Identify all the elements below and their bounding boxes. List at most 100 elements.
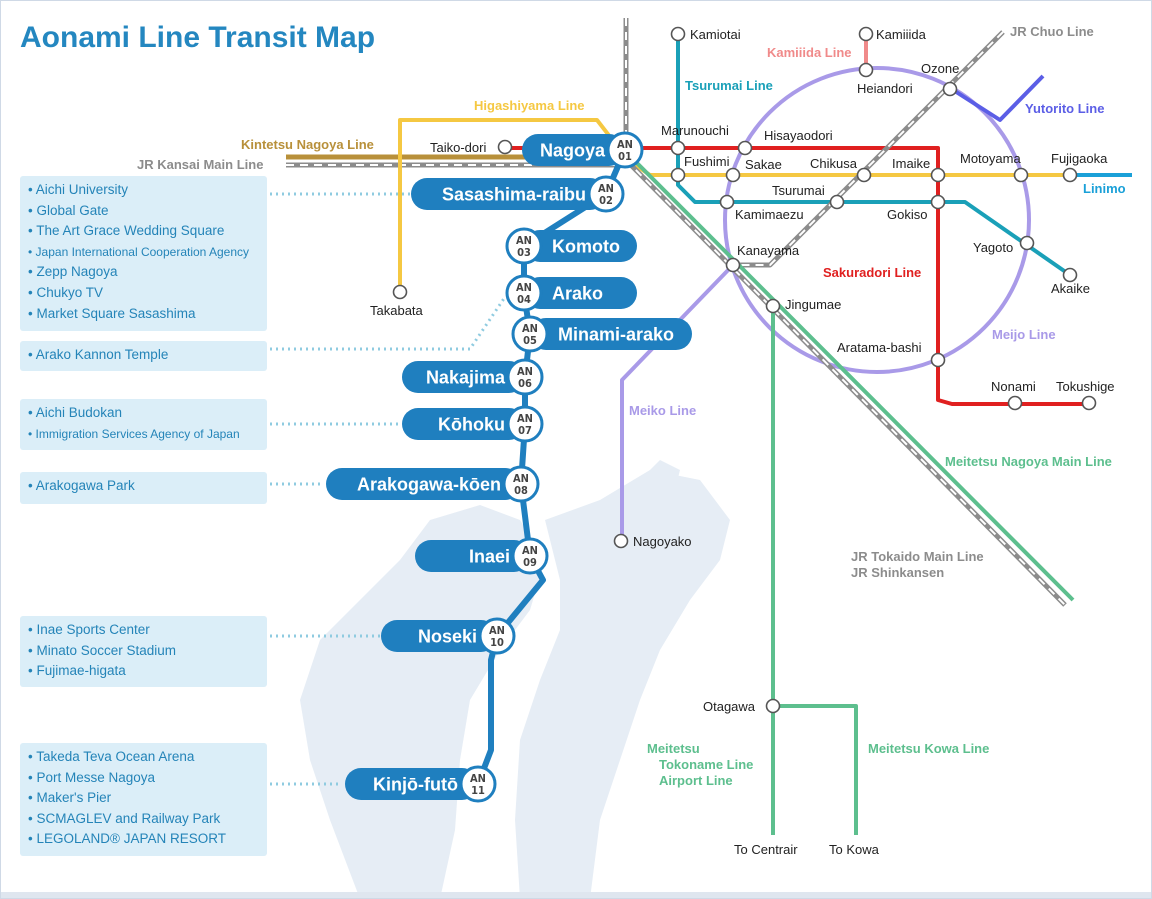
- label-akaike: Akaike: [1051, 281, 1090, 296]
- station-name: Kōhoku: [438, 415, 505, 435]
- station-marker-otagawa: [765, 698, 781, 714]
- jr-chuo-line: [733, 30, 1005, 268]
- attraction-item: Arakogawa Park: [28, 476, 267, 497]
- station-marker-motoyama: [1013, 167, 1029, 183]
- station-code-badge: [478, 617, 516, 655]
- station-code-number: 09: [523, 556, 537, 569]
- label-kamiotai: Kamiotai: [690, 27, 741, 42]
- station-name: Komoto: [552, 237, 620, 257]
- station-marker-chikusa: [856, 167, 872, 183]
- attraction-item: Market Square Sasashima: [28, 304, 267, 325]
- station-marker-nonami: [1007, 395, 1023, 411]
- station-code-number: 10: [490, 636, 504, 649]
- line-labels: Higashiyama Line Kintetsu Nagoya Line JR…: [137, 24, 1126, 788]
- station-marker-kamiiida: [858, 26, 874, 42]
- station-code-prefix: AN: [517, 412, 533, 425]
- station-code-prefix: AN: [522, 544, 538, 557]
- station-code-badge: [502, 465, 540, 503]
- station-code-prefix: AN: [617, 138, 633, 151]
- station-name-pill: [402, 361, 525, 393]
- station-marker-nagoyako: [613, 533, 629, 549]
- attractions-box-kohoku: Aichi Budokan Immigration Services Agenc…: [20, 399, 267, 450]
- station-code-badge: [587, 175, 625, 213]
- label-sakae: Sakae: [745, 157, 782, 172]
- tsurumai-line: [676, 34, 1072, 277]
- station-code-prefix: AN: [522, 322, 538, 335]
- station-marker-aratama-bashi: [930, 352, 946, 368]
- label-heiandori: Heiandori: [857, 81, 913, 96]
- station-name-pill: [402, 408, 525, 440]
- station-marker-kamiotai: [670, 26, 686, 42]
- attraction-item: Zepp Nagoya: [28, 262, 267, 283]
- station-name-pill: [522, 134, 625, 166]
- meiko-line: [620, 263, 735, 540]
- attraction-item: Takeda Teva Ocean Arena: [28, 747, 267, 768]
- attractions-box-sasashima-raibu: Aichi University Global Gate The Art Gra…: [20, 176, 267, 331]
- label-chikusa: Chikusa: [810, 156, 858, 171]
- station-code-number: 11: [471, 784, 485, 797]
- poi-connectors: [270, 192, 507, 786]
- label-takabata: Takabata: [370, 303, 424, 318]
- harbor-background: [300, 460, 730, 899]
- label-to-kowa: To Kowa: [829, 842, 880, 857]
- attraction-item: Chukyo TV: [28, 283, 267, 304]
- station-name: Kinjō-futō: [373, 775, 458, 795]
- station-code-badge: [606, 131, 644, 169]
- line-label-jr-tokaido: JR Tokaido Main Line: [851, 549, 984, 564]
- bottom-strip: [0, 892, 1152, 899]
- attraction-item: Aichi Budokan: [28, 403, 267, 424]
- station-code-badge: [511, 315, 549, 353]
- station-code-number: 01: [618, 150, 632, 163]
- station-code-number: 07: [518, 424, 532, 437]
- label-kamiiida: Kamiiida: [876, 27, 927, 42]
- attraction-item: Global Gate: [28, 201, 267, 222]
- station-marker-kanayama: [725, 257, 741, 273]
- label-ozone: Ozone: [921, 61, 959, 76]
- line-label-kowa: Meitetsu Kowa Line: [868, 741, 989, 756]
- label-kamimaezu: Kamimaezu: [735, 207, 804, 222]
- line-label-jr-shinkansen: JR Shinkansen: [851, 565, 944, 580]
- station-code-number: 08: [514, 484, 528, 497]
- station-code-number: 05: [523, 334, 537, 347]
- station-name: Nagoya: [540, 141, 606, 161]
- attraction-item: Minato Soccer Stadium: [28, 641, 267, 662]
- attraction-item: Arako Kannon Temple: [28, 345, 267, 366]
- station-marker-taiko-dori: [497, 139, 513, 155]
- station-marker-akaike: [1062, 267, 1078, 283]
- attraction-item: Port Messe Nagoya: [28, 768, 267, 789]
- station-code-prefix: AN: [598, 182, 614, 195]
- label-to-centrair: To Centrair: [734, 842, 798, 857]
- station-name: Sasashima-raibu: [442, 185, 586, 205]
- station-marker-imaike: [930, 167, 946, 183]
- label-tokushige: Tokushige: [1056, 379, 1115, 394]
- station-name-pill: [524, 277, 637, 309]
- station-marker-takabata: [392, 284, 408, 300]
- station-name: Arako: [552, 284, 603, 304]
- line-label-tokoname-meitetsu: Meitetsu: [647, 741, 700, 756]
- station-marker-sakae: [725, 167, 741, 183]
- label-marunouchi: Marunouchi: [661, 123, 729, 138]
- attraction-item: Fujimae-higata: [28, 661, 267, 682]
- station-marker-gokiso: [930, 194, 946, 210]
- line-label-meiko: Meiko Line: [629, 403, 696, 418]
- line-label-linimo: Linimo: [1083, 181, 1126, 196]
- station-code-badge: [459, 765, 497, 803]
- station-marker-fushimi: [670, 167, 686, 183]
- station-name-pill: [381, 620, 497, 652]
- station-code-number: 03: [517, 246, 531, 259]
- station-code-badge: [506, 358, 544, 396]
- attraction-item: The Art Grace Wedding Square: [28, 221, 267, 242]
- station-name: Minami-arako: [558, 325, 674, 345]
- station-code-number: 04: [517, 293, 531, 306]
- label-nonami: Nonami: [991, 379, 1036, 394]
